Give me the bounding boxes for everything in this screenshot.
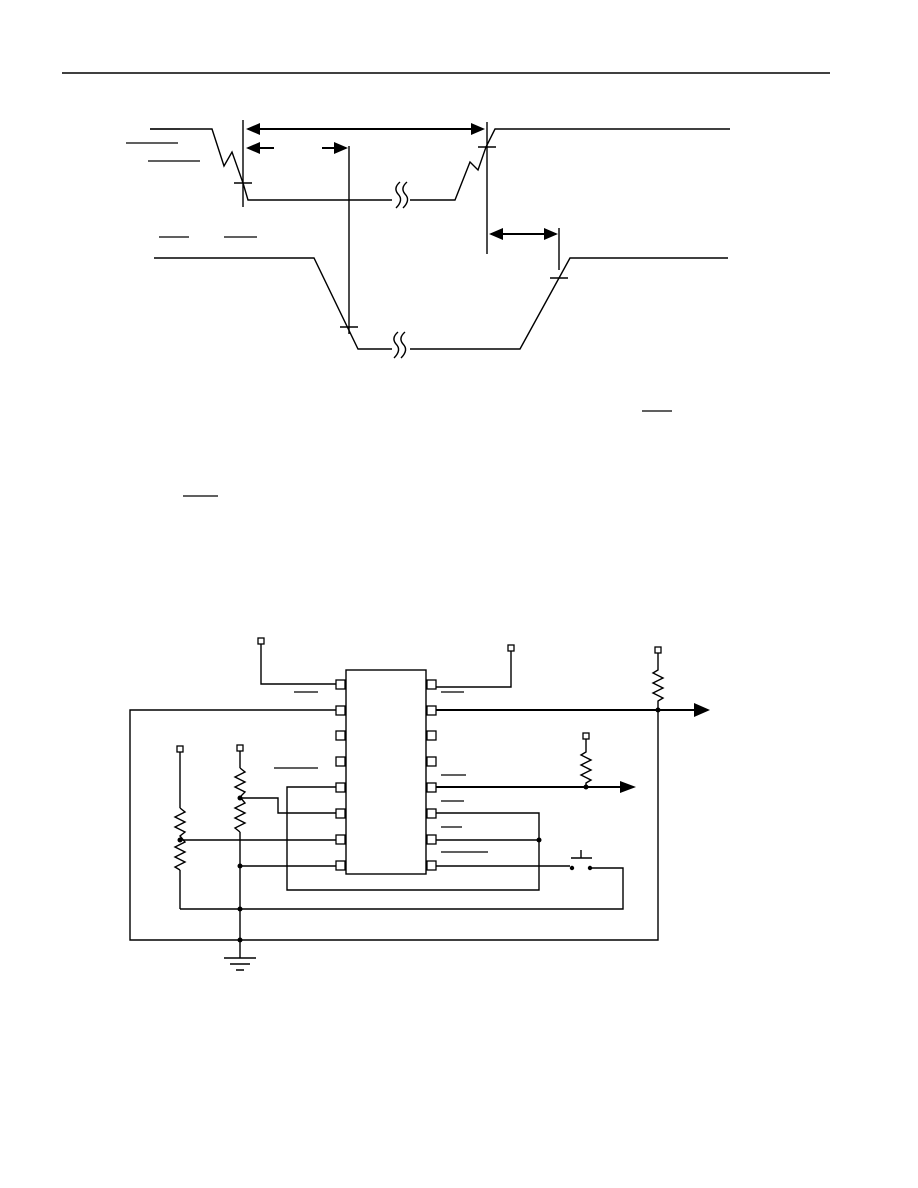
supply-terminal [257,637,265,645]
wire [129,709,659,941]
wire [260,644,336,685]
pull-up-resistor [651,653,665,710]
ic-pin [335,756,346,767]
circuit-diagram [129,637,710,971]
junction-dot [237,937,243,943]
ic-pin [335,808,346,819]
arrow-head [471,123,485,135]
timing-diagram [126,120,730,359]
supply-terminal [654,646,662,654]
ic-pin [335,834,346,845]
junction-dot [536,837,542,843]
ic-pin [426,756,437,767]
ic-left-pins [335,679,346,871]
pull-up-resistor [233,767,247,833]
ic-pin [426,705,437,716]
arrow-head [544,228,558,240]
wire [286,786,540,891]
ic-pin [335,679,346,690]
wire [240,797,336,814]
output-arrow [620,781,636,793]
ground-icon [224,957,256,971]
arrow-head [246,123,260,135]
upper-waveform [150,128,392,201]
ic-pin [335,730,346,741]
ic-pin [426,834,437,845]
arrow-head [334,142,348,154]
break-marker [393,331,400,359]
lower-waveform-after-break [410,257,728,350]
supply-terminal [236,744,244,752]
output-arrow [694,703,710,717]
ic-pin [426,730,437,741]
ic-pin [426,808,437,819]
junction-dot [237,906,243,912]
lower-waveform [154,257,392,350]
upper-waveform-after-break [410,128,730,201]
wire [436,651,512,688]
break-marker [402,181,409,209]
break-marker [395,181,402,209]
supply-terminal [582,732,590,740]
supply-terminal [176,745,184,753]
wire [180,867,624,910]
supply-terminal [507,644,515,652]
potentiometer [173,807,187,871]
switch-contact [569,865,575,871]
ic-pin [335,782,346,793]
arrow-head [489,228,503,240]
ic-right-pins [426,679,437,871]
ic-pin [426,782,437,793]
ic-pin [426,679,437,690]
ic-pin [335,860,346,871]
break-marker [400,331,407,359]
ic-pin [335,705,346,716]
ic-body [345,669,427,875]
arrow-head [246,142,260,154]
ic-pin [426,860,437,871]
switch-contact [587,865,593,871]
pull-up-resistor [579,739,593,787]
